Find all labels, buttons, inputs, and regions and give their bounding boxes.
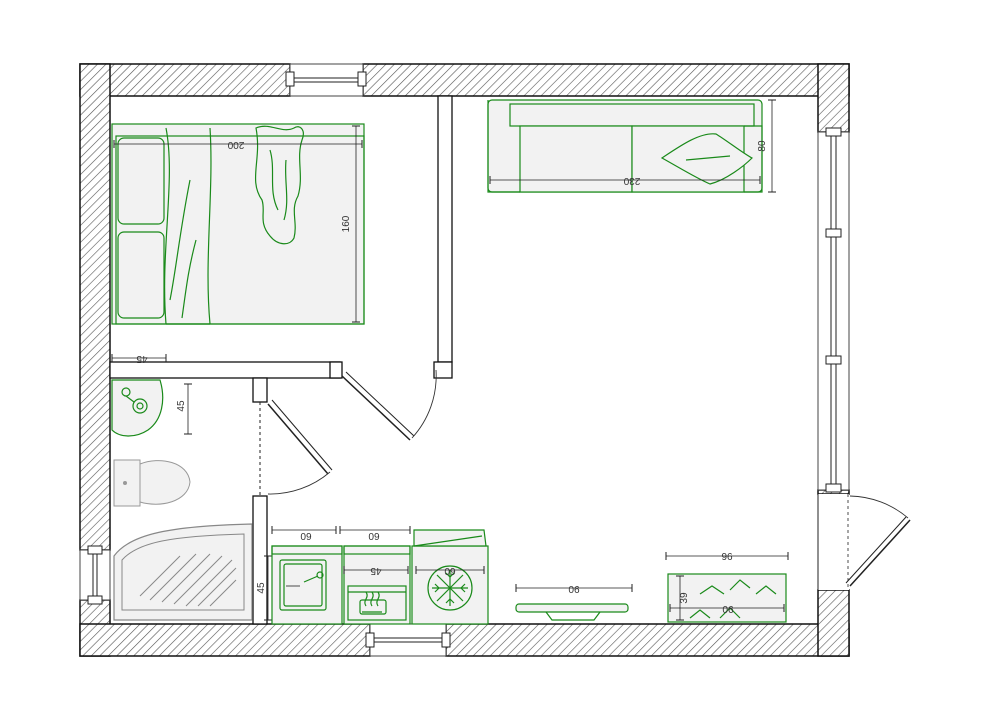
dim-cabinet-1: 60	[300, 530, 312, 541]
door-bedroom	[341, 369, 437, 441]
window-living-room	[817, 127, 850, 493]
wall-bathroom-lower	[252, 495, 268, 625]
dim-stove-line	[343, 566, 409, 574]
wall-bathroom-upper	[252, 377, 268, 403]
wall-bedroom-living	[437, 95, 453, 363]
wall-table	[515, 584, 633, 621]
dim-cabinet-2: 60	[368, 530, 380, 541]
dim-shower-clearance: 45	[256, 582, 267, 594]
wall-right-bottom	[817, 589, 850, 657]
dim-bedroom-passage-line	[111, 354, 167, 362]
bathroom-sink	[111, 379, 164, 437]
door-bathroom	[267, 399, 333, 495]
wall-bottom-right	[445, 623, 850, 657]
dim-sink-clearance: 45	[176, 400, 187, 412]
door-entrance	[817, 494, 911, 590]
dim-cabinets-lines	[271, 526, 411, 534]
wall-bottom-left	[79, 623, 371, 657]
bed	[111, 123, 365, 325]
dim-fridge-line	[415, 566, 485, 574]
wall-left-upper	[79, 63, 111, 551]
dim-sofa-length: 230	[623, 175, 640, 186]
windows	[79, 63, 850, 657]
window-bathroom	[79, 545, 111, 605]
wall-right-top	[817, 63, 850, 133]
window-top	[285, 63, 367, 97]
interior-walls	[109, 95, 453, 625]
kitchen-sink	[271, 545, 343, 625]
dim-bed-width: 160	[341, 215, 352, 232]
doors	[267, 369, 911, 590]
dim-desk-depth: 39	[679, 592, 690, 604]
dim-sofa-depth: 80	[757, 140, 768, 152]
kitchen-stove	[343, 545, 411, 625]
dim-desk-outer: 96	[721, 552, 733, 563]
toilet	[113, 459, 191, 507]
wall-top-right	[362, 63, 850, 97]
dim-fridge: 60	[444, 565, 456, 576]
dim-bedroom-passage: 45	[136, 353, 148, 364]
wall-top-left	[79, 63, 291, 97]
dim-desk-inner: 90	[722, 603, 734, 614]
window-kitchen	[365, 623, 451, 657]
sofa	[487, 99, 776, 193]
desk	[665, 552, 789, 623]
dim-bed-length: 200	[227, 139, 244, 150]
shower-tray	[113, 523, 253, 621]
exterior-walls	[79, 63, 850, 657]
dim-table-width: 90	[568, 583, 580, 594]
fridge	[411, 529, 489, 625]
dim-shower-line	[264, 555, 272, 621]
dim-sink-line	[184, 383, 192, 435]
dim-stove-clearance: 45	[370, 565, 382, 576]
